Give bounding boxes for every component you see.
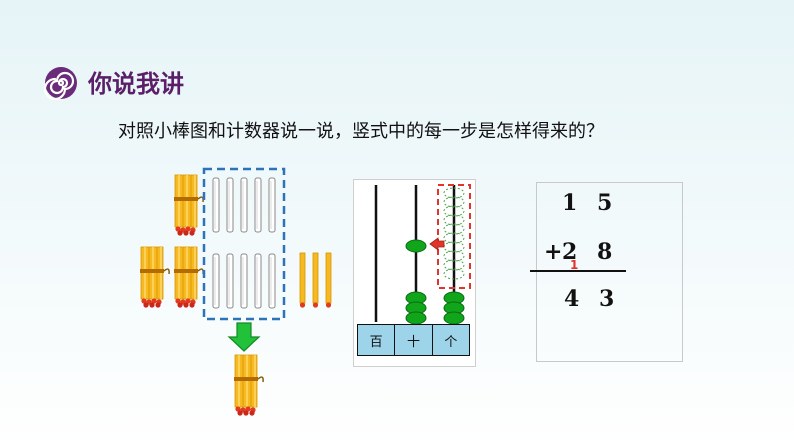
stick-diagram <box>139 167 332 417</box>
abacus-graphic <box>374 184 471 325</box>
place-value-bar: 百 十 个 <box>357 324 470 356</box>
faded-beads <box>443 187 465 280</box>
section-title: 你说我讲 <box>88 70 184 98</box>
addend-top: 1 5 <box>562 190 619 216</box>
down-arrow-icon <box>227 322 261 352</box>
addend-bottom: 2 8 <box>562 239 619 265</box>
sum-line <box>530 270 626 272</box>
carry-mark: 1 <box>570 258 579 272</box>
carry-box <box>437 184 471 289</box>
plus-sign: + <box>544 239 563 265</box>
label-tens: 十 <box>406 334 420 350</box>
regroup-box <box>202 167 286 321</box>
tens-beads <box>405 291 427 325</box>
stick-bundle-result <box>233 354 264 417</box>
sum-result: 4 3 <box>564 286 621 312</box>
prompt-text: 对照小棒图和计数器说一说，竖式中的每一步是怎样得来的？ <box>118 121 604 142</box>
label-hundreds: 百 <box>369 334 383 350</box>
white-sticks-bottom <box>212 253 276 309</box>
white-sticks-top <box>212 177 276 233</box>
stick-bundle <box>173 246 204 309</box>
loose-sticks <box>299 252 332 309</box>
spiral-icon <box>43 66 78 101</box>
stick-bundle <box>139 246 170 309</box>
abacus-panel: 百 十 个 <box>353 179 476 367</box>
carried-bead <box>405 239 427 253</box>
vertical-addition-card <box>536 182 683 362</box>
label-ones: 个 <box>444 334 458 350</box>
stick-bundle <box>173 174 204 237</box>
left-arrow-icon <box>429 237 445 251</box>
ones-beads <box>443 291 465 325</box>
